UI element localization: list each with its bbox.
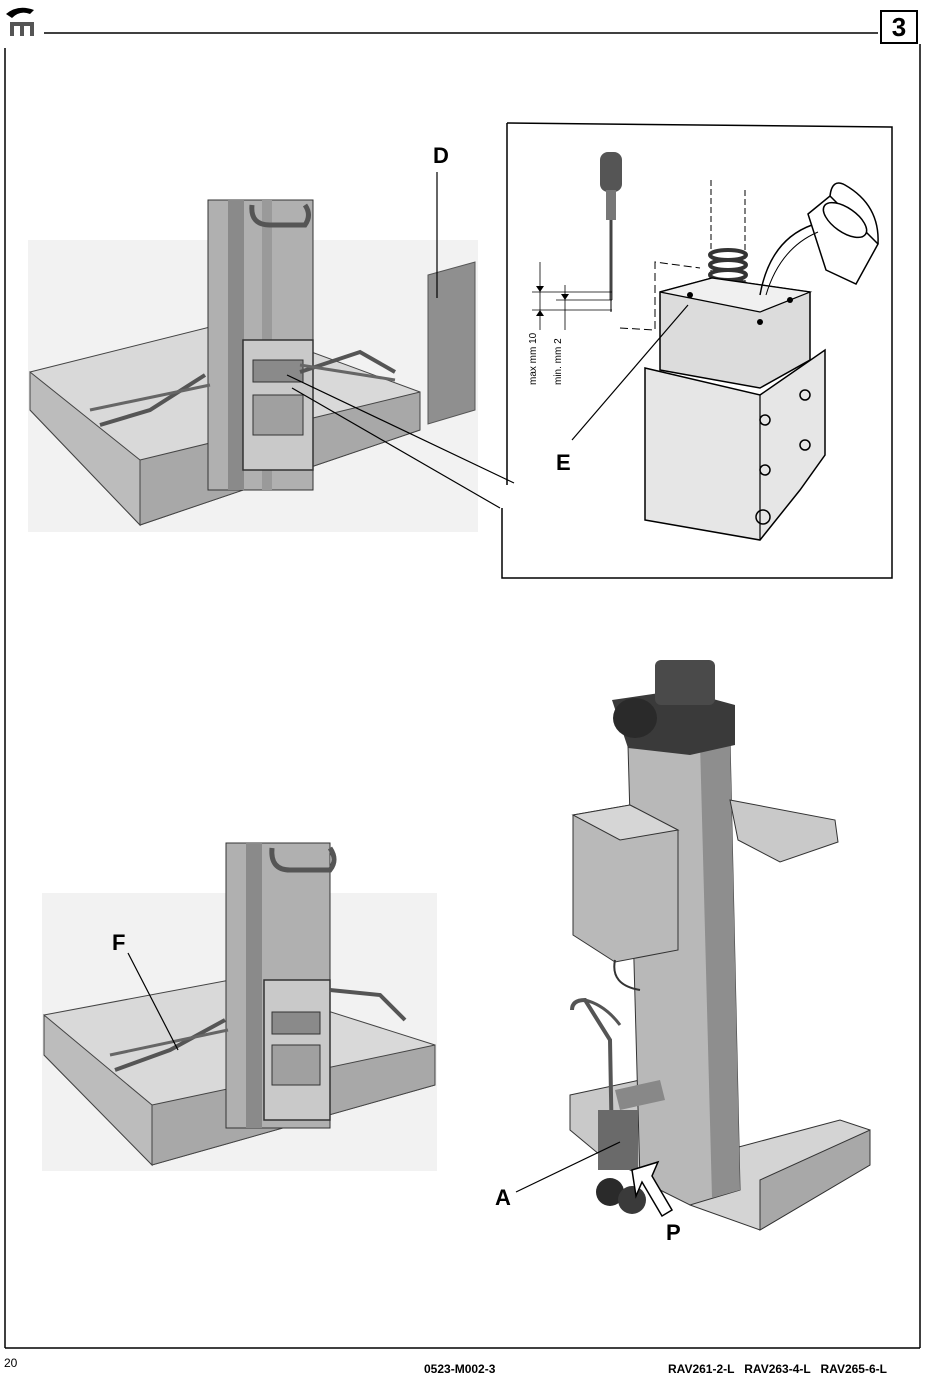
mobile-lift-illustration xyxy=(516,660,870,1230)
model-list: RAV261-2-L RAV263-4-L RAV265-6-L xyxy=(668,1362,887,1376)
dimension-min-label: min. mm 2 xyxy=(553,338,564,385)
column-base-illustration-top xyxy=(28,172,478,532)
callout-D: D xyxy=(433,145,449,167)
dimension-max-label: max mm 10 xyxy=(528,333,539,385)
section-number-badge: 3 xyxy=(880,10,918,44)
callout-E: E xyxy=(556,452,571,474)
callout-F: F xyxy=(112,932,125,954)
callout-P: P xyxy=(666,1222,681,1244)
page-number: 20 xyxy=(4,1356,17,1370)
column-base-illustration-bottom xyxy=(42,843,437,1171)
callout-A: A xyxy=(495,1187,511,1209)
document-code: 0523-M002-3 xyxy=(424,1362,495,1376)
section-number: 3 xyxy=(892,12,906,43)
oil-can-icon xyxy=(760,183,878,295)
lift-logo-icon xyxy=(6,8,34,36)
